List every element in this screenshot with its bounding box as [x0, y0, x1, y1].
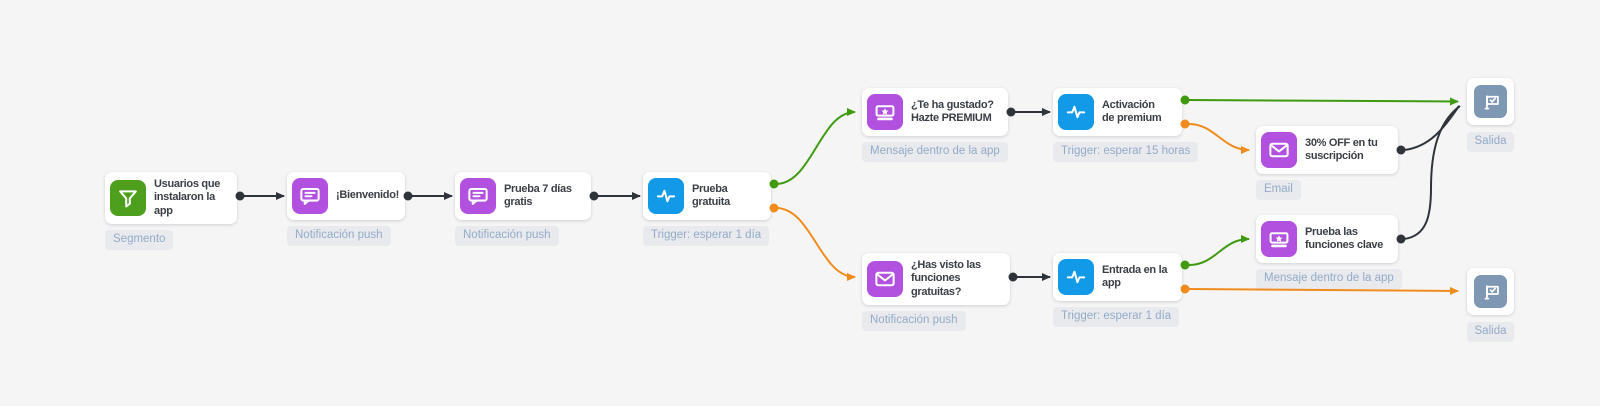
- node-entrada-app[interactable]: Entrada en la app Trigger: esperar 1 día: [1053, 253, 1182, 327]
- email-icon: [1261, 132, 1297, 168]
- node-title: Usuarios que instalaron la app: [154, 178, 221, 217]
- exit-flag-icon: [1474, 275, 1507, 308]
- node-type-badge: Salida: [1466, 322, 1515, 342]
- node-type-badge: Trigger: esperar 1 día: [1053, 307, 1180, 327]
- node-card[interactable]: ¿Has visto las funciones gratuitas?: [862, 253, 1010, 306]
- node-card[interactable]: Prueba las funciones clave: [1256, 215, 1398, 263]
- node-type-badge: Email: [1256, 180, 1301, 200]
- node-card[interactable]: 30% OFF en tu suscripción: [1256, 126, 1398, 174]
- node-usuarios-instalaron[interactable]: Usuarios que instalaron la app Segmento: [105, 172, 237, 250]
- in-app-message-icon: [867, 94, 903, 130]
- node-salida-inferior[interactable]: Salida: [1460, 268, 1521, 342]
- edge-gratuita-to-gustado: [775, 108, 856, 185]
- node-card[interactable]: Prueba 7 días gratis: [455, 172, 591, 220]
- node-type-badge: Salida: [1466, 132, 1515, 152]
- exit-flag-icon: [1474, 85, 1507, 118]
- node-title: ¡Bienvenido!: [336, 189, 400, 202]
- node-prueba-7-dias[interactable]: Prueba 7 días gratis Notificación push: [455, 172, 591, 246]
- node-title: Entrada en la app: [1102, 263, 1168, 289]
- connector-source-ports[interactable]: [235, 95, 1406, 294]
- node-card[interactable]: Entrada en la app: [1053, 253, 1182, 301]
- trigger-icon: [648, 178, 684, 214]
- node-prueba-gratuita[interactable]: Prueba gratuita Trigger: esperar 1 día: [643, 172, 771, 246]
- email-icon: [867, 261, 903, 298]
- node-te-ha-gustado-premium[interactable]: ¿Te ha gustado? Hazte PREMIUM Mensaje de…: [862, 88, 1008, 162]
- edge-gratuita-to-hasvisto: [775, 207, 856, 281]
- node-card[interactable]: [1467, 268, 1514, 315]
- trigger-icon: [1058, 259, 1094, 295]
- in-app-message-icon: [1261, 221, 1297, 257]
- node-card[interactable]: ¡Bienvenido!: [287, 172, 405, 220]
- node-type-badge: Trigger: esperar 1 día: [643, 226, 770, 246]
- node-card[interactable]: Prueba gratuita: [643, 172, 771, 220]
- edge-entrada-to-salida-inferior: [1188, 286, 1459, 295]
- node-title: Prueba 7 días gratis: [504, 182, 572, 208]
- node-type-badge: Mensaje dentro de la app: [862, 142, 1008, 162]
- node-title: Prueba las funciones clave: [1305, 225, 1384, 251]
- node-type-badge: Notificación push: [287, 226, 391, 246]
- node-type-badge: Mensaje dentro de la app: [1256, 269, 1402, 289]
- node-bienvenido[interactable]: ¡Bienvenido! Notificación push: [287, 172, 405, 246]
- node-card[interactable]: ¿Te ha gustado? Hazte PREMIUM: [862, 88, 1008, 136]
- node-prueba-funciones-clave[interactable]: Prueba las funciones clave Mensaje dentr…: [1256, 215, 1402, 289]
- edge-descuento-to-salida-superior: [1403, 105, 1460, 151]
- node-title: ¿Has visto las funciones gratuitas?: [911, 259, 981, 298]
- filter-icon: [110, 180, 146, 217]
- node-title: 30% OFF en tu suscripción: [1305, 136, 1378, 162]
- node-type-badge: Notificación push: [862, 311, 966, 331]
- node-title: Activación de premium: [1102, 98, 1162, 124]
- push-notification-icon: [292, 178, 328, 214]
- node-card[interactable]: Activación de premium: [1053, 88, 1182, 136]
- node-descuento-30-off[interactable]: 30% OFF en tu suscripción Email: [1256, 126, 1398, 200]
- node-has-visto-funciones[interactable]: ¿Has visto las funciones gratuitas? Noti…: [862, 253, 1010, 331]
- node-title: ¿Te ha gustado? Hazte PREMIUM: [911, 98, 994, 124]
- node-salida-superior[interactable]: Salida: [1460, 78, 1521, 152]
- node-type-badge: Trigger: esperar 15 horas: [1053, 142, 1199, 162]
- edge-funciones-clave-to-salida-superior: [1403, 105, 1461, 240]
- node-activacion-premium[interactable]: Activación de premium Trigger: esperar 1…: [1053, 88, 1199, 162]
- edge-entrada-to-funciones-clave: [1188, 235, 1250, 266]
- edge-activacion-to-salida-superior: [1188, 97, 1459, 106]
- node-title: Prueba gratuita: [692, 182, 730, 208]
- node-card[interactable]: [1467, 78, 1514, 125]
- node-card[interactable]: Usuarios que instalaron la app: [105, 172, 237, 225]
- node-type-badge: Notificación push: [455, 226, 559, 246]
- node-type-badge: Segmento: [105, 230, 174, 250]
- trigger-icon: [1058, 94, 1094, 130]
- push-notification-icon: [460, 178, 496, 214]
